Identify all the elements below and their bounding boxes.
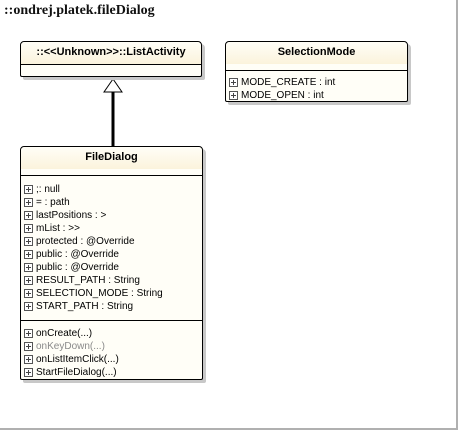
attribute-row[interactable]: START_PATH : String (24, 300, 200, 313)
attributes-compartment: MODE_CREATE : int MODE_OPEN : int (226, 71, 407, 105)
attribute-text: MODE_OPEN : int (241, 90, 324, 101)
class-name: ::<<Unknown>>::ListActivity (21, 42, 201, 64)
attribute-text: ;: null (36, 184, 60, 195)
class-name: FileDialog (21, 147, 202, 169)
attributes-compartment: ;: null = : path lastPositions : > mList… (21, 176, 202, 320)
operation-text: onListItemClick(...) (36, 354, 119, 365)
class-file-dialog[interactable]: FileDialog ;: null = : path lastPosition… (20, 146, 203, 380)
class-divider (21, 175, 202, 176)
attribute-row[interactable]: public : @Override (24, 261, 200, 274)
attribute-row[interactable]: lastPositions : > (24, 209, 200, 222)
attribute-row[interactable]: protected : @Override (24, 235, 200, 248)
operation-text: StartFileDialog(...) (36, 367, 117, 378)
operation-icon (24, 342, 33, 351)
attribute-icon (24, 211, 33, 220)
attribute-text: RESULT_PATH : String (36, 275, 140, 286)
attribute-text: public : @Override (36, 249, 119, 260)
operation-icon (24, 329, 33, 338)
attribute-icon (229, 78, 238, 87)
operation-icon (24, 355, 33, 364)
attribute-icon (24, 224, 33, 233)
attribute-text: public : @Override (36, 262, 119, 273)
attribute-icon (24, 250, 33, 259)
attribute-row[interactable]: ;: null (24, 183, 200, 196)
operation-row[interactable]: StartFileDialog(...) (24, 366, 200, 379)
attribute-text: = : path (36, 197, 70, 208)
class-divider (21, 320, 202, 321)
operation-row[interactable]: onListItemClick(...) (24, 353, 200, 366)
class-divider (21, 64, 201, 65)
class-name: SelectionMode (226, 42, 407, 64)
class-divider (226, 70, 407, 71)
class-selection-mode[interactable]: SelectionMode MODE_CREATE : int MODE_OPE… (225, 41, 408, 102)
attribute-row[interactable]: mList : >> (24, 222, 200, 235)
attribute-icon (24, 237, 33, 246)
attribute-row[interactable]: = : path (24, 196, 200, 209)
operation-text: onCreate(...) (36, 328, 93, 339)
attribute-text: lastPositions : > (36, 210, 107, 221)
attribute-text: SELECTION_MODE : String (36, 288, 163, 299)
attribute-row[interactable]: RESULT_PATH : String (24, 274, 200, 287)
operation-icon (24, 368, 33, 377)
operation-row[interactable]: onCreate(...) (24, 327, 200, 340)
attribute-icon (24, 276, 33, 285)
attribute-row[interactable]: SELECTION_MODE : String (24, 287, 200, 300)
operation-text: onKeyDown(...) (36, 341, 105, 352)
class-list-activity[interactable]: ::<<Unknown>>::ListActivity (20, 41, 202, 77)
attribute-icon (229, 91, 238, 100)
attribute-row[interactable]: MODE_CREATE : int (229, 76, 405, 89)
attribute-icon (24, 302, 33, 311)
attribute-text: MODE_CREATE : int (241, 77, 336, 88)
operations-compartment: onCreate(...) onKeyDown(...) onListItemC… (21, 321, 202, 382)
attribute-icon (24, 289, 33, 298)
operation-row[interactable]: onKeyDown(...) (24, 340, 200, 353)
attribute-icon (24, 198, 33, 207)
attribute-row[interactable]: MODE_OPEN : int (229, 89, 405, 102)
attribute-text: protected : @Override (36, 236, 135, 247)
generalization-arrowhead (103, 78, 123, 93)
attribute-row[interactable]: public : @Override (24, 248, 200, 261)
attribute-text: mList : >> (36, 223, 80, 234)
package-title: ::ondrej.platek.fileDialog (4, 3, 155, 18)
attribute-text: START_PATH : String (36, 301, 134, 312)
attribute-icon (24, 263, 33, 272)
attribute-icon (24, 185, 33, 194)
